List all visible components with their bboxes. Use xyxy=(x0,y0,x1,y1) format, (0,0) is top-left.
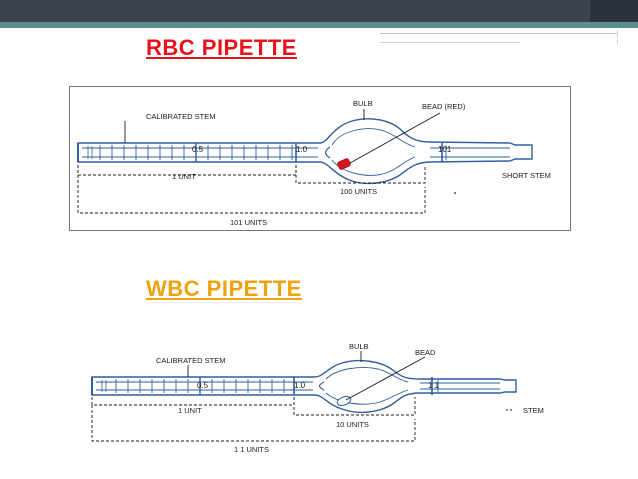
wbc-stem-label: STEM xyxy=(523,406,544,415)
slide-accent-strip xyxy=(0,22,638,28)
rbc-dimension-brackets xyxy=(77,165,426,214)
wbc-bead-label: BEAD xyxy=(415,348,436,357)
wbc-pipette-diagram: CALIBRATED STEM BULB BEAD 0.5 1.0 1 1 1 … xyxy=(80,337,560,461)
decorative-rule-short xyxy=(380,42,520,43)
wbc-mark-05: 0.5 xyxy=(197,381,209,390)
decorative-rule xyxy=(380,33,618,34)
rbc-bulb-label: BULB xyxy=(353,99,373,108)
rbc-leader-lines xyxy=(124,109,441,164)
rbc-pipette-diagram: CALIBRATED STEM BULB BEAD (RED) 0.5 1.0 … xyxy=(69,86,571,231)
decorative-rule-vertical xyxy=(617,30,618,44)
wbc-graduation-ticks xyxy=(115,377,439,395)
wbc-bead xyxy=(336,396,352,406)
wbc-one-unit-label: 1 UNIT xyxy=(178,406,202,415)
wbc-mark-10: 1.0 xyxy=(294,381,306,390)
rbc-calibrated-stem-label: CALIBRATED STEM xyxy=(146,112,215,121)
wbc-total-units-label: 1 1 UNITS xyxy=(234,445,269,454)
rbc-mark-10: 1.0 xyxy=(296,145,308,154)
slide-top-bar-corner xyxy=(590,0,638,22)
rbc-one-unit-label: 1 UNIT xyxy=(172,172,196,181)
rbc-bead-label: BEAD (RED) xyxy=(422,102,466,111)
wbc-bulb-label: BULB xyxy=(349,342,369,351)
wbc-dimension-brackets xyxy=(91,397,416,442)
rbc-pipette-title: RBC PIPETTE xyxy=(146,35,297,60)
wbc-pipette-title: WBC PIPETTE xyxy=(146,276,302,301)
rbc-total-units-label: 101 UNITS xyxy=(230,218,267,227)
rbc-hundred-units-label: 100 UNITS xyxy=(340,187,377,196)
wbc-leader-lines xyxy=(187,351,426,401)
rbc-pipette-body xyxy=(77,118,533,185)
slide-top-bar xyxy=(0,0,638,22)
wbc-mark-11: 1 1 xyxy=(428,381,440,390)
wbc-calibrated-stem-label: CALIBRATED STEM xyxy=(156,356,225,365)
rbc-short-stem-label: SHORT STEM xyxy=(502,171,551,180)
rbc-speck xyxy=(454,192,456,194)
rbc-mark-05: 0.5 xyxy=(192,145,204,154)
rbc-graduation-ticks xyxy=(99,143,447,162)
wbc-pipette-body xyxy=(91,359,517,414)
rbc-red-bead xyxy=(337,158,351,170)
rbc-mark-101: 101 xyxy=(438,145,452,154)
wbc-ten-units-label: 10 UNITS xyxy=(336,420,369,429)
